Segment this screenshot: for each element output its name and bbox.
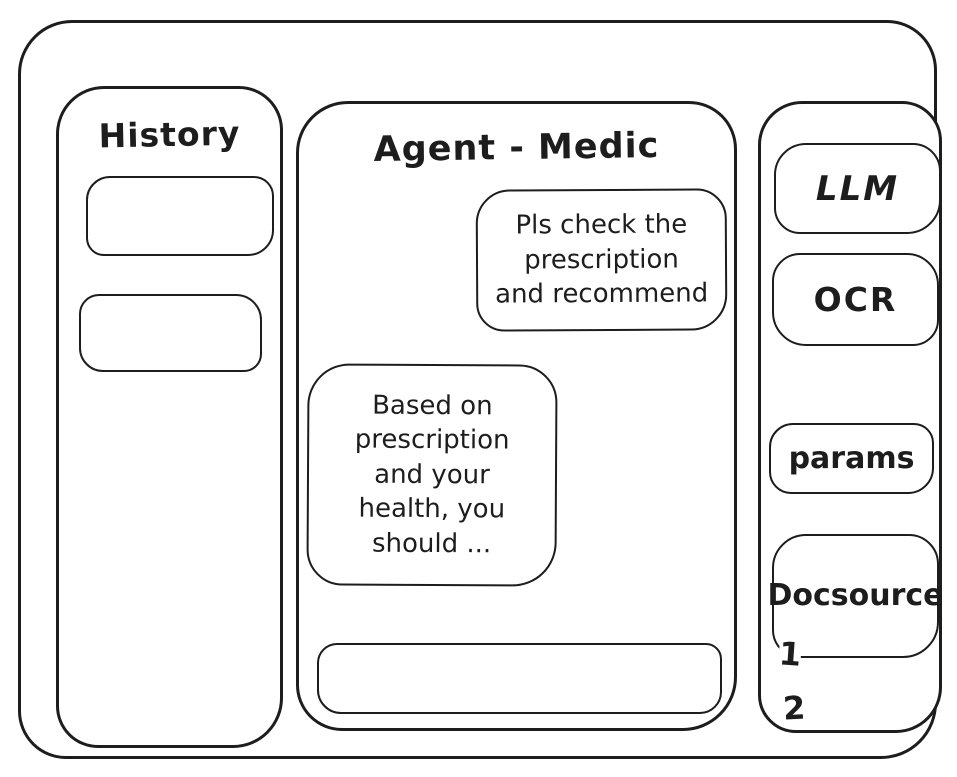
tools-panel: LLM OCR params Doc source 1 2 <box>758 101 944 733</box>
assistant-message-line: and your <box>374 459 490 491</box>
chat-title: Agent - Medic <box>373 126 660 170</box>
params-button[interactable]: params <box>769 423 934 494</box>
assistant-message-line: Based on <box>372 390 493 421</box>
user-message-line: prescription <box>524 244 679 276</box>
assistant-message-line: health, you <box>358 493 506 525</box>
history-item-2[interactable] <box>79 294 262 372</box>
user-message-line: Pls check the <box>515 209 688 241</box>
chat-panel: Agent - Medic Pls check the prescription… <box>296 101 737 731</box>
assistant-message-bubble: Based on prescription and your health, y… <box>306 363 558 587</box>
doc-source-label-line: source <box>830 577 944 613</box>
history-panel: History <box>56 86 283 748</box>
user-message-bubble: Pls check the prescription and recommend <box>475 188 728 332</box>
history-title: History <box>98 113 241 156</box>
assistant-message-line: should ... <box>371 528 492 560</box>
assistant-message-line: prescription <box>354 424 510 456</box>
ocr-button[interactable]: OCR <box>772 253 939 346</box>
message-input[interactable] <box>317 643 722 714</box>
doc-list-item-1[interactable]: 1 <box>777 634 803 674</box>
doc-list-item-2[interactable]: 2 <box>782 688 807 728</box>
doc-source-label-line: Doc <box>767 577 831 613</box>
llm-button[interactable]: LLM <box>774 143 941 234</box>
app-window-frame: History Agent - Medic Pls check the pres… <box>18 20 944 759</box>
doc-source-button[interactable]: Doc source <box>767 534 944 658</box>
history-item-1[interactable] <box>86 176 274 256</box>
user-message-line: and recommend <box>495 278 709 310</box>
